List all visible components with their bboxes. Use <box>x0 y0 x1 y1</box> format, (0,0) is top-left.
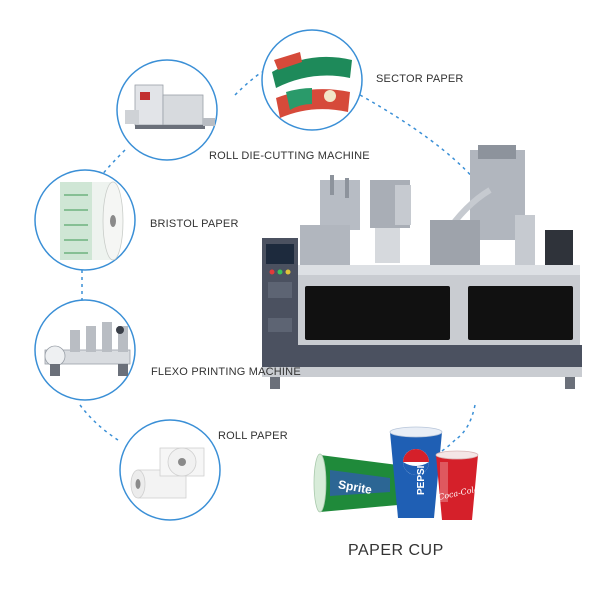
machine-window-right <box>468 286 573 340</box>
label-sector-paper: SECTOR PAPER <box>376 73 464 85</box>
stage-roll-die-cutting-machine <box>116 59 218 161</box>
sector-paper-image <box>272 52 352 118</box>
label-flexo-printing-machine: FLEXO PRINTING MACHINE <box>151 366 301 378</box>
paper-cups: Sprite PEPSI Coca-Cola <box>313 426 480 520</box>
label-bristol-paper: BRISTOL PAPER <box>150 218 239 230</box>
roll-paper-image <box>130 447 205 499</box>
label-roll-die-cutting-machine: ROLL DIE-CUTTING MACHINE <box>209 150 370 162</box>
sprite-cup: Sprite <box>313 453 398 513</box>
stage-flexo-printing-machine <box>34 299 136 401</box>
label-roll-paper: ROLL PAPER <box>218 430 288 442</box>
pepsi-cup: PEPSI <box>389 426 443 518</box>
paper-cup-machine <box>262 145 582 389</box>
machine-window-left <box>305 286 450 340</box>
die-cutting-machine-image <box>125 84 215 129</box>
bristol-paper-roll-image <box>60 181 124 261</box>
label-paper-cup: PAPER CUP <box>348 542 444 559</box>
coke-cup: Coca-Cola <box>435 450 480 520</box>
stage-sector-paper <box>261 29 363 131</box>
stage-bristol-paper <box>34 169 136 271</box>
flexo-printing-machine-image <box>44 322 131 376</box>
pepsi-cup-print: PEPSI <box>416 465 427 495</box>
sprite-cup-print: Sprite <box>337 477 373 497</box>
stage-roll-paper <box>119 419 221 521</box>
